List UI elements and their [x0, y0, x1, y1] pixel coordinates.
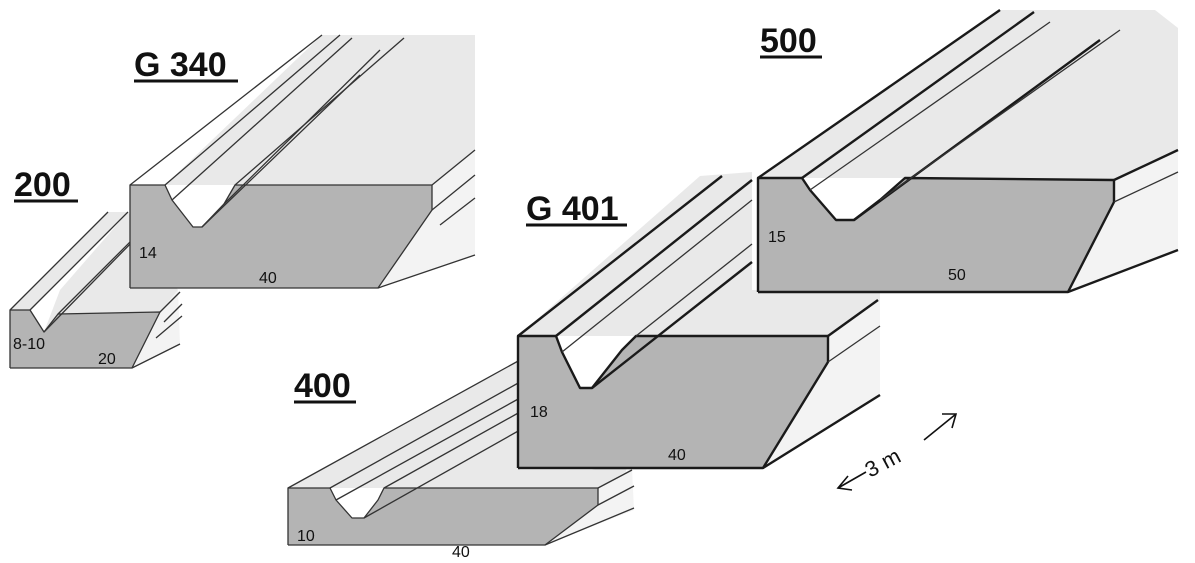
- profile-200-width-label: 20: [98, 351, 116, 368]
- length-arrow-left-shaft: [837, 471, 867, 489]
- profile-400-height-label: 10: [297, 528, 315, 545]
- profile-500: 500 15 50: [756, 9, 1179, 294]
- profile-400-title: 400: [294, 367, 351, 405]
- profile-g401-face-outline: [516, 334, 830, 470]
- profile-400-side: [545, 468, 634, 545]
- profile-g340-height-label: 14: [139, 245, 157, 262]
- length-label: 3 m: [861, 443, 905, 482]
- profile-g401-end-face: [518, 336, 828, 468]
- profile-500-width-label: 50: [948, 267, 966, 284]
- profile-g340: G 340 14 40: [129, 34, 476, 289]
- profile-g340-end-face: [130, 185, 432, 288]
- profile-g401: G 401 18 40: [516, 172, 881, 470]
- profile-200-side: [132, 290, 180, 368]
- profile-g401-height-label: 18: [530, 404, 548, 421]
- profile-500-height-label: 15: [768, 229, 786, 246]
- profile-200-height-label: 8-10: [13, 336, 45, 353]
- profile-400-face-outline: [287, 487, 599, 546]
- profile-g401-title: G 401: [526, 190, 619, 228]
- profile-g340-width-label: 40: [259, 270, 277, 287]
- profile-400-end-face: [288, 488, 598, 545]
- profile-500-end-face: [758, 178, 1114, 292]
- profile-400-width-label: 40: [452, 544, 470, 561]
- length-indicator: 3 m: [836, 413, 958, 491]
- profile-200: 200 8-10 20: [9, 166, 183, 369]
- profile-g340-title: G 340: [134, 46, 227, 84]
- profile-g401-side: [763, 300, 880, 468]
- profile-g340-top: [130, 35, 475, 185]
- profile-200-title: 200: [14, 166, 71, 204]
- profile-200-top-left: [10, 212, 128, 310]
- profile-g401-width-label: 40: [668, 447, 686, 464]
- length-arrow-right-head: [942, 413, 958, 429]
- profile-200-face-outline: [9, 309, 161, 369]
- profile-200-end-face: [10, 310, 160, 368]
- length-arrow-right-shaft: [923, 413, 957, 441]
- profile-500-title: 500: [760, 22, 817, 60]
- profile-500-top: [758, 10, 1178, 180]
- profile-g340-face-outline: [129, 184, 433, 289]
- profile-400-top: [288, 360, 630, 490]
- length-arrow-left-head: [836, 475, 853, 491]
- profile-400: 400 10 40: [287, 359, 635, 561]
